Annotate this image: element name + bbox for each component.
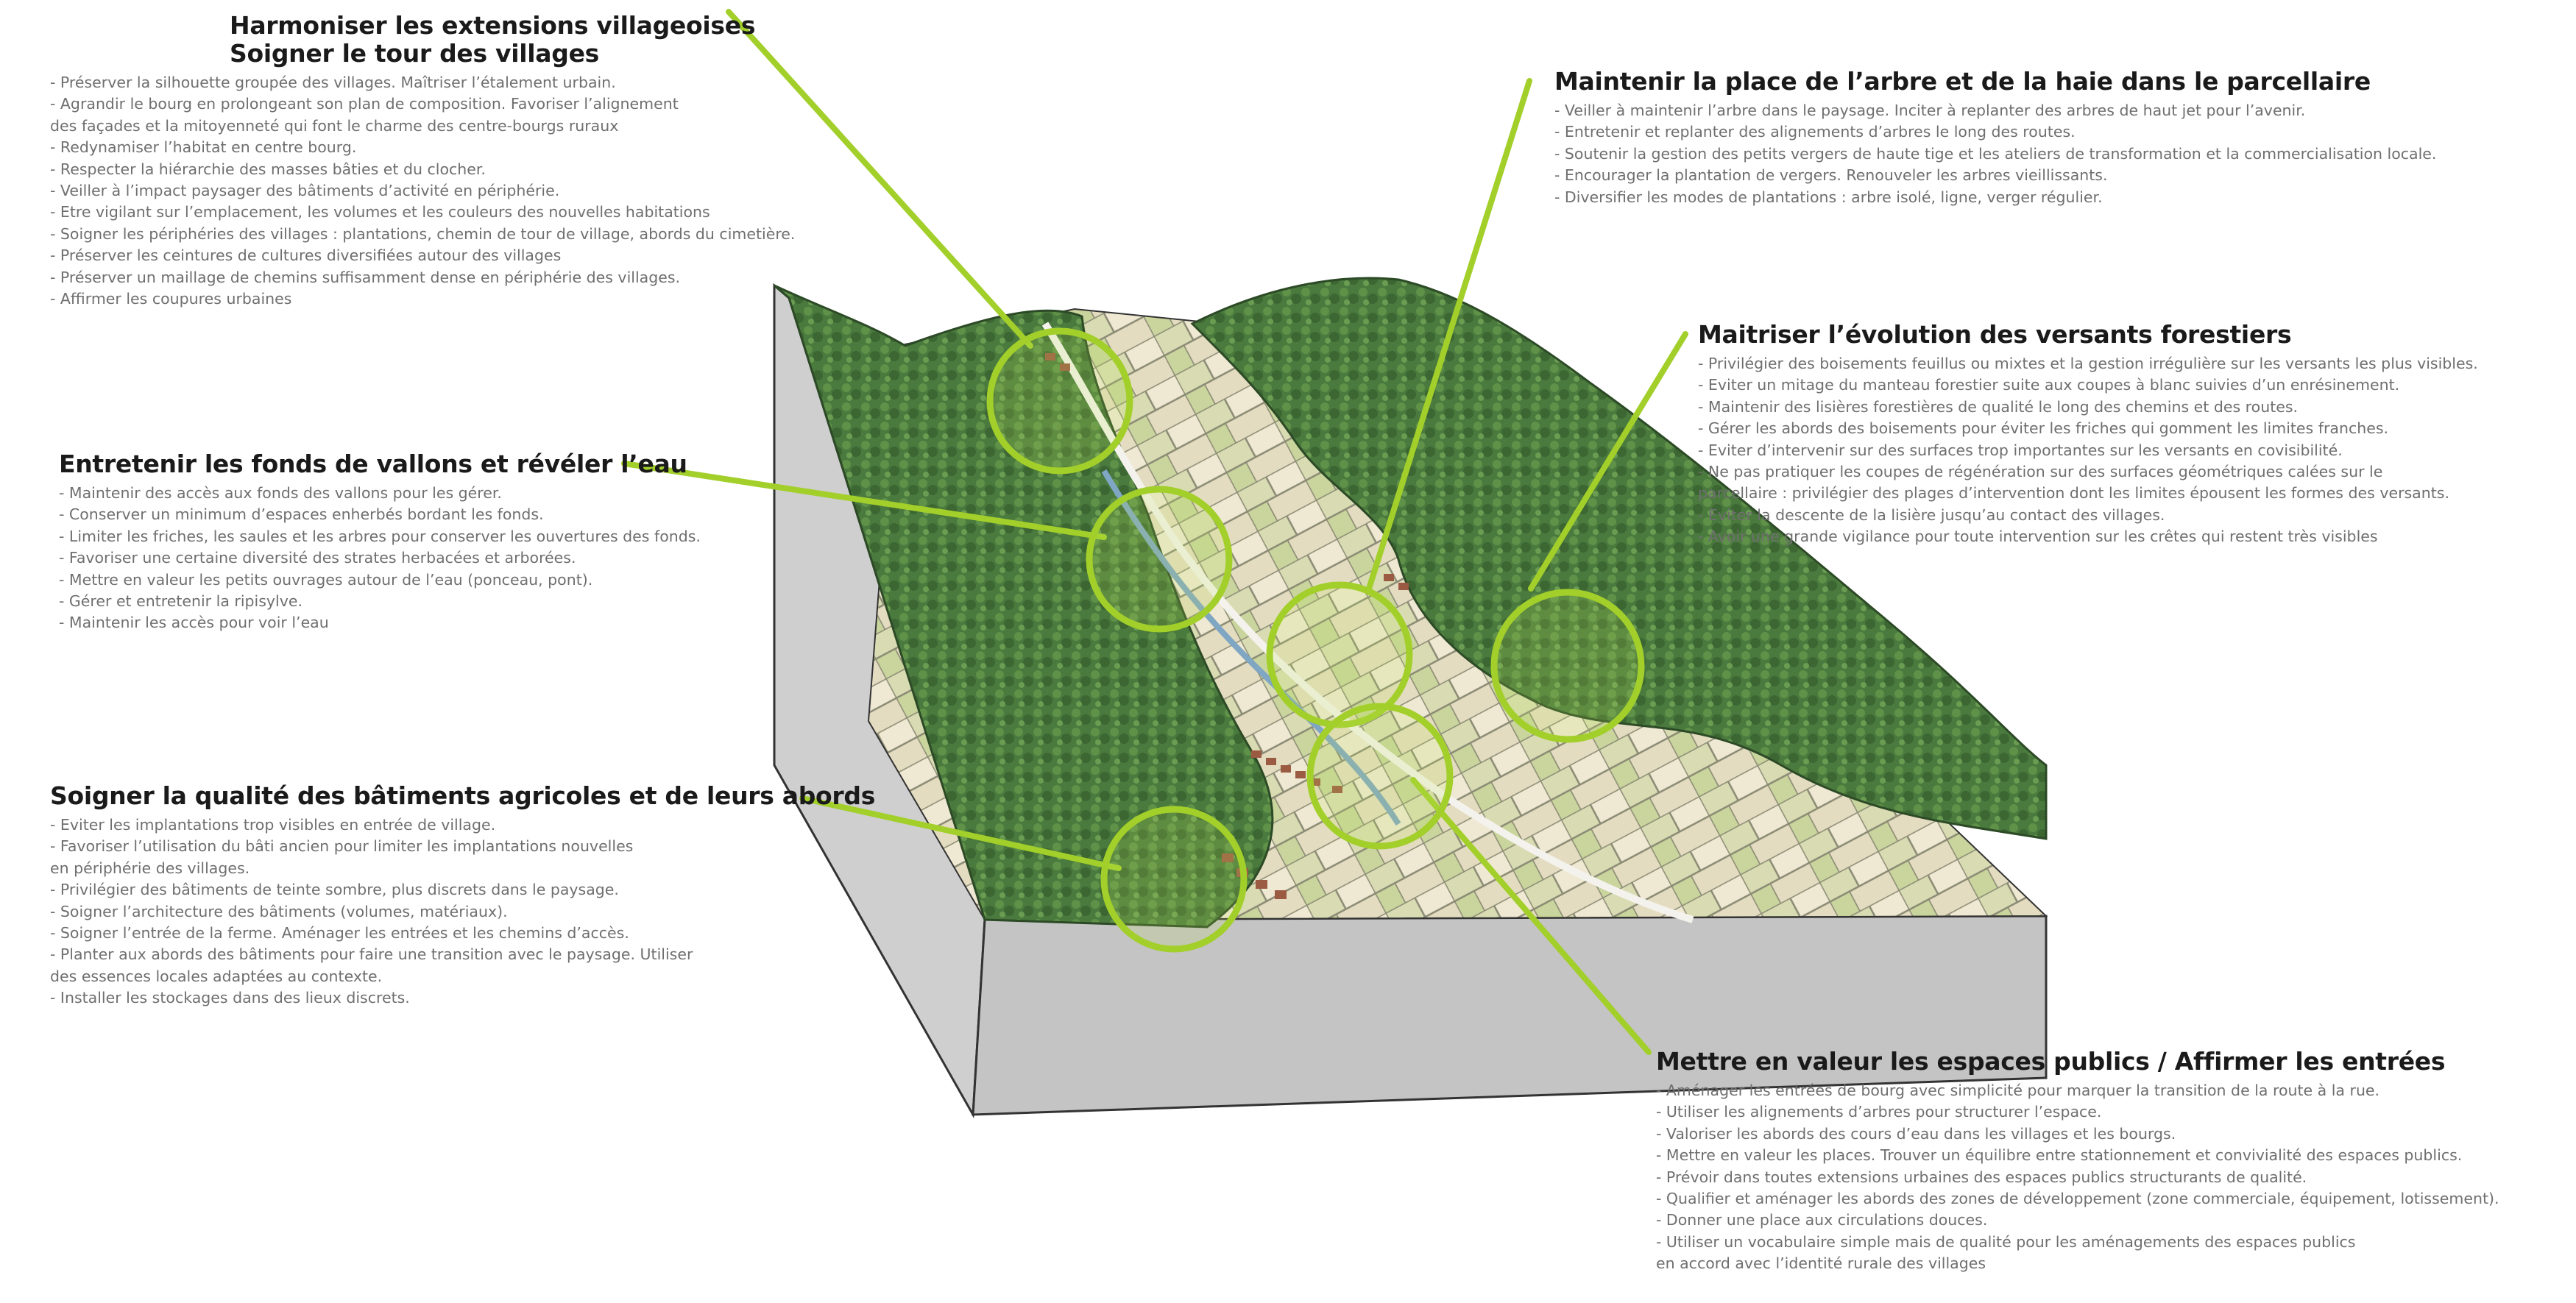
- section-title: Harmoniser les extensions villageoises S…: [230, 12, 795, 68]
- list-item: - Eviter les implantations trop visibles…: [50, 816, 496, 834]
- list-item: - Mettre en valeur les places. Trouver u…: [1656, 1146, 2463, 1165]
- list-item: - Maintenir des accès aux fonds des vall…: [59, 484, 502, 502]
- item-list: - Privilégier des boisements feuillus ou…: [1698, 353, 2478, 548]
- list-item: - Entretenir et replanter des alignement…: [1554, 123, 2076, 141]
- section-versants: Maitriser l’évolution des versants fores…: [1698, 321, 2478, 548]
- item-list: - Préserver la silhouette groupée des vi…: [50, 72, 795, 310]
- item-list: - Eviter les implantations trop visibles…: [50, 814, 875, 1009]
- list-item: - Diversifier les modes de plantations :…: [1554, 188, 2103, 206]
- list-item: - Privilégier des boisements feuillus ou…: [1698, 355, 2478, 372]
- section-agricoles: Soigner la qualité des bâtiments agricol…: [50, 782, 875, 1009]
- list-item: - Utiliser un vocabulaire simple mais de…: [1656, 1232, 2356, 1251]
- list-item: - Préserver les ceintures de cultures di…: [50, 246, 562, 265]
- list-item: - Veiller à maintenir l’arbre dans le pa…: [1554, 102, 2306, 119]
- list-item: - Limiter les friches, les saules et les…: [59, 527, 701, 545]
- list-item: - Soigner l’entrée de la ferme. Aménager…: [50, 924, 629, 942]
- list-item: - Installer les stockages dans des lieux…: [50, 989, 410, 1007]
- list-item: - Utiliser les alignements d’arbres pour…: [1656, 1103, 2102, 1121]
- list-item: - Soutenir la gestion des petits vergers…: [1554, 144, 2437, 163]
- list-item: - Gérer et entretenir la ripisylve.: [59, 592, 303, 611]
- section-title: Entretenir les fonds de vallons et révél…: [59, 450, 687, 478]
- item-list: - Aménager les entrées de bourg avec sim…: [1656, 1080, 2499, 1275]
- list-item: - Gérer les abords des boisements pour é…: [1698, 419, 2389, 438]
- list-item: - Privilégier des bâtiments de teinte so…: [50, 881, 619, 899]
- list-item: - Avoir une grande vigilance pour toute …: [1698, 528, 2378, 546]
- list-item: - Veiller à l’impact paysager des bâtime…: [50, 182, 560, 200]
- list-item: des essences locales adaptées au context…: [50, 967, 383, 985]
- list-item: - Préserver la silhouette groupée des vi…: [50, 74, 616, 91]
- highlight-circles: [986, 327, 1645, 953]
- list-item: - Qualifier et aménager les abords des z…: [1656, 1190, 2499, 1208]
- list-item: - Eviter la descente de la lisière jusqu…: [1698, 505, 2165, 524]
- list-item: - Soigner les périphéries des villages :…: [50, 224, 796, 243]
- list-item: - Valoriser les abords des cours d’eau d…: [1656, 1124, 2176, 1143]
- section-title: Soigner la qualité des bâtiments agricol…: [50, 781, 876, 810]
- list-item: - Favoriser l’utilisation du bâti ancien…: [50, 837, 634, 856]
- list-item: - Favoriser une certaine diversité des s…: [59, 549, 576, 567]
- list-item: - Maintenir des lisières forestières de …: [1698, 397, 2299, 416]
- list-item: - Etre vigilant sur l’emplacement, les v…: [50, 203, 710, 221]
- main-road: [1041, 322, 1694, 923]
- section-vallons: Entretenir les fonds de vallons et révél…: [59, 450, 701, 634]
- list-item: - Maintenir les accès pour voir l’eau: [59, 614, 329, 632]
- section-publics: Mettre en valeur les espaces publics / A…: [1656, 1048, 2499, 1275]
- list-item: - Soigner l’architecture des bâtiments (…: [50, 902, 508, 920]
- section-title: Maintenir la place de l’arbre et de la h…: [1554, 67, 2371, 96]
- section-title: Mettre en valeur les espaces publics / A…: [1656, 1047, 2446, 1076]
- list-item: - Agrandir le bourg en prolongeant son p…: [50, 95, 679, 113]
- list-item: - Ne pas pratiquer les coupes de régénér…: [1698, 463, 2383, 481]
- list-item: des façades et la mitoyenneté qui font l…: [50, 116, 619, 135]
- list-item: - Affirmer les coupures urbaines: [50, 290, 292, 308]
- list-item: - Eviter d’intervenir sur des surfaces t…: [1698, 441, 2343, 459]
- list-item: parcellaire : privilégier des plages d’i…: [1698, 484, 2449, 503]
- section-arbre: Maintenir la place de l’arbre et de la h…: [1554, 68, 2436, 208]
- item-list: - Maintenir des accès aux fonds des vall…: [59, 483, 701, 634]
- list-item: - Conserver un minimum d’espaces enherbé…: [59, 505, 544, 524]
- section-harmoniser: Harmoniser les extensions villageoises S…: [50, 12, 795, 310]
- list-item: - Prévoir dans toutes extensions urbaine…: [1656, 1168, 2307, 1186]
- list-item: - Donner une place aux circulations douc…: [1656, 1211, 1988, 1229]
- title-line-2: Soigner le tour des villages: [230, 39, 599, 68]
- list-item: - Respecter la hiérarchie des masses bât…: [50, 160, 486, 178]
- list-item: - Préserver un maillage de chemins suffi…: [50, 268, 681, 286]
- list-item: - Eviter un mitage du manteau forestier …: [1698, 376, 2400, 394]
- list-item: en accord avec l’identité rurale des vil…: [1656, 1254, 1986, 1273]
- river: [1101, 469, 1401, 826]
- section-title: Maitriser l’évolution des versants fores…: [1698, 320, 2292, 349]
- leader-lines: [621, 9, 1688, 1055]
- item-list: - Veiller à maintenir l’arbre dans le pa…: [1554, 100, 2436, 208]
- list-item: - Aménager les entrées de bourg avec sim…: [1656, 1082, 2380, 1099]
- list-item: - Planter aux abords des bâtiments pour …: [50, 945, 693, 964]
- title-line-1: Harmoniser les extensions villageoises: [230, 11, 756, 40]
- list-item: - Mettre en valeur les petits ouvrages a…: [59, 570, 593, 589]
- list-item: - Redynamiser l’habitat en centre bourg.: [50, 138, 357, 157]
- list-item: - Encourager la plantation de vergers. R…: [1554, 166, 2108, 185]
- list-item: en périphérie des villages.: [50, 859, 250, 877]
